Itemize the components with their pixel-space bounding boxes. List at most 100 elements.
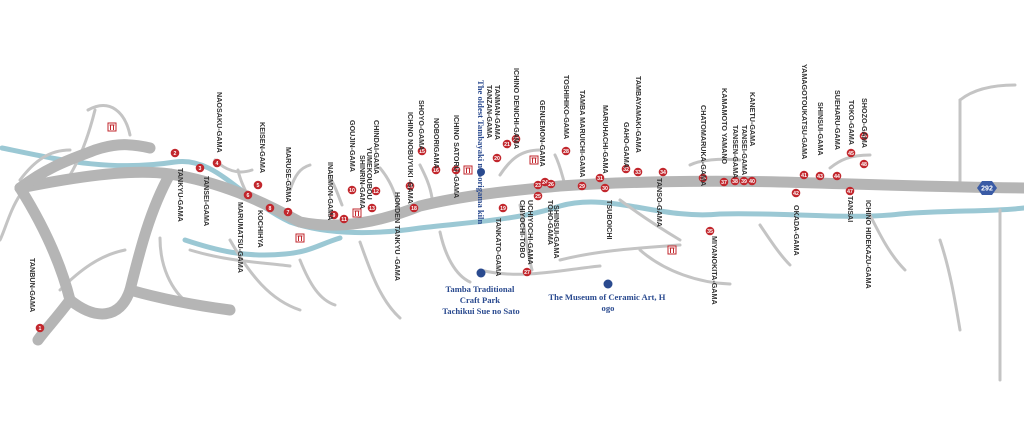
kiln-marker[interactable] [730,176,740,186]
kiln-marker[interactable] [253,180,263,190]
kiln-marker[interactable] [859,159,869,169]
museum-marker[interactable] [603,279,613,289]
kiln-marker[interactable] [371,186,381,196]
kiln-marker[interactable] [329,210,339,220]
kiln-marker[interactable] [719,177,729,187]
kiln-marker[interactable] [212,158,222,168]
kiln-marker[interactable] [533,180,543,190]
kiln-marker[interactable] [170,148,180,158]
kiln-marker[interactable] [35,323,45,333]
kiln-marker[interactable] [243,190,253,200]
kiln-marker[interactable] [791,188,801,198]
kiln-marker[interactable] [265,203,275,213]
kiln-marker[interactable] [698,173,708,183]
kiln-marker[interactable] [747,176,757,186]
kiln-marker[interactable] [405,181,415,191]
kiln-marker[interactable] [600,183,610,193]
kiln-marker[interactable] [451,165,461,175]
kiln-marker[interactable] [533,191,543,201]
kiln-marker[interactable] [633,167,643,177]
kiln-marker[interactable] [658,167,668,177]
kiln-marker[interactable] [502,139,512,149]
kiln-marker[interactable] [621,164,631,174]
kiln-marker[interactable] [859,131,869,141]
kiln-marker[interactable] [339,214,349,224]
kiln-marker[interactable] [846,148,856,158]
kiln-marker[interactable] [367,203,377,213]
kiln-marker[interactable] [347,185,357,195]
kiln-marker[interactable] [832,171,842,181]
kiln-marker[interactable] [417,146,427,156]
kiln-marker[interactable] [815,171,825,181]
kiln-number: 33 [635,170,641,176]
kiln-marker[interactable] [799,170,809,180]
kiln-marker[interactable] [283,207,293,217]
oldest-kiln-marker[interactable] [477,168,485,176]
kiln-marker[interactable] [511,134,521,144]
kiln-marker[interactable] [431,165,441,175]
kiln-marker[interactable] [595,173,605,183]
kiln-marker[interactable] [739,176,749,186]
kiln-marker[interactable] [845,186,855,196]
kiln-marker[interactable] [195,163,205,173]
kiln-marker[interactable] [492,153,502,163]
kiln-marker[interactable] [546,179,556,189]
kiln-marker[interactable] [498,203,508,213]
craft-park-marker[interactable] [476,268,486,278]
kiln-marker[interactable] [705,226,715,236]
river-branch [182,235,343,258]
kiln-marker[interactable] [409,203,419,213]
kiln-marker[interactable] [522,267,532,277]
kiln-marker[interactable] [577,181,587,191]
kiln-marker[interactable] [561,146,571,156]
